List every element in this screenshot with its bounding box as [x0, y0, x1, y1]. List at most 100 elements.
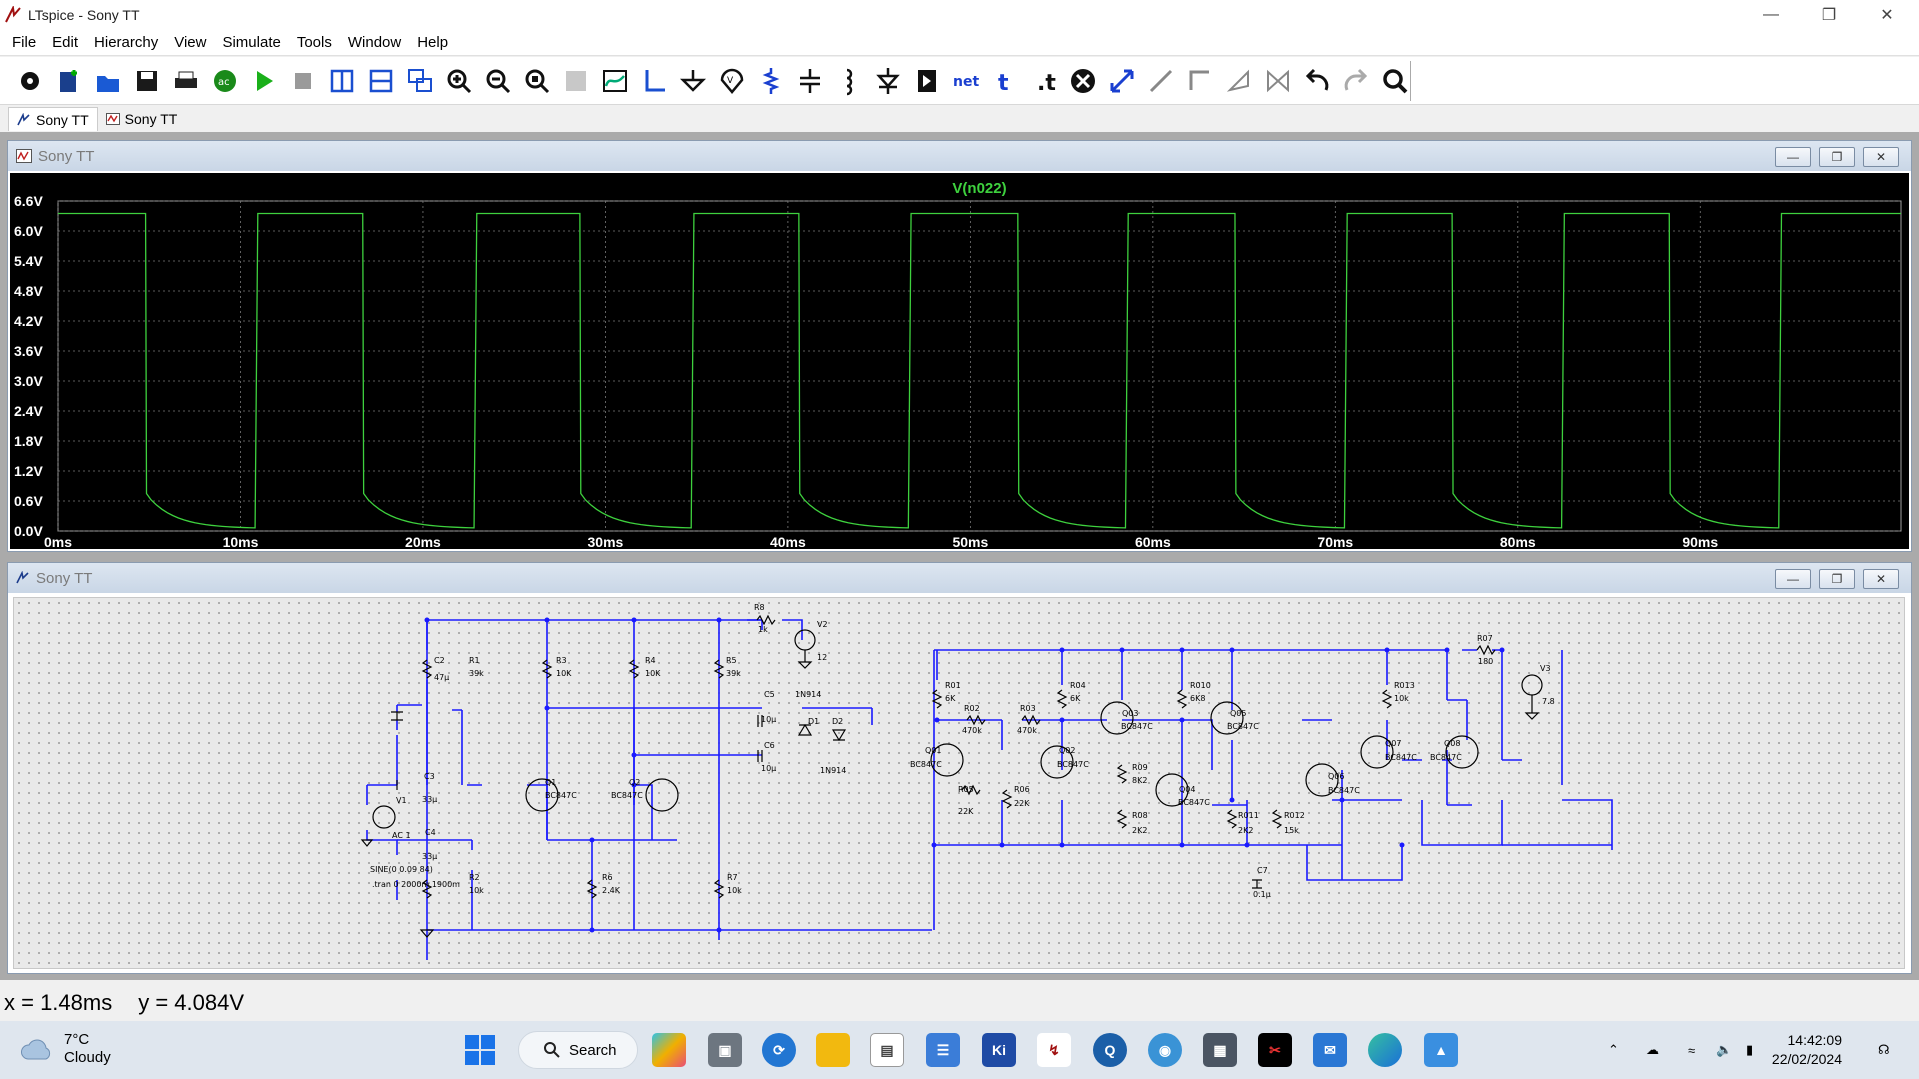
- label-q02[interactable]: Q02: [1059, 746, 1075, 755]
- file-explorer-icon[interactable]: [816, 1033, 850, 1067]
- label-r013v[interactable]: 10k: [1394, 694, 1409, 703]
- label-ac1[interactable]: AC 1: [392, 831, 411, 840]
- label-r1v[interactable]: 39k: [469, 669, 484, 678]
- label-q03[interactable]: Q03: [1122, 709, 1138, 718]
- schematic-restore-button[interactable]: ❐: [1819, 569, 1855, 589]
- label-r08[interactable]: R08: [1132, 811, 1148, 820]
- label-c3[interactable]: C3: [424, 772, 435, 781]
- label-q08m[interactable]: BC847C: [1430, 753, 1462, 762]
- tile-horizontal-button[interactable]: [361, 61, 400, 101]
- circuit-diagram[interactable]: R81kV212C247µR139kR310KR410KR539kC510µ1N…: [14, 598, 1904, 968]
- notes-app-icon[interactable]: ☰: [926, 1033, 960, 1067]
- label-r3[interactable]: R3: [556, 656, 567, 665]
- label-q01[interactable]: Q01: [925, 746, 941, 755]
- label-r011v[interactable]: 2K2: [1238, 826, 1253, 835]
- component-button[interactable]: [907, 61, 946, 101]
- edge-beta-icon[interactable]: [1368, 1033, 1402, 1067]
- label-c3v[interactable]: 33µ: [422, 795, 437, 804]
- move-button[interactable]: [1102, 61, 1141, 101]
- waveform-chart[interactable]: 6.6V6.0V5.4V4.8V4.2V3.6V3.0V2.4V1.8V1.2V…: [10, 173, 1909, 550]
- schematic-close-button[interactable]: ✕: [1863, 569, 1899, 589]
- label-q2m[interactable]: BC847C: [611, 791, 643, 800]
- minimize-button[interactable]: —: [1763, 6, 1779, 23]
- label-r013[interactable]: R013: [1394, 681, 1415, 690]
- label-r010[interactable]: R010: [1190, 681, 1211, 690]
- settings-button[interactable]: [10, 61, 49, 101]
- label-r02v[interactable]: 470k: [962, 726, 982, 735]
- label-q1m[interactable]: BC847C: [545, 791, 577, 800]
- label-c6[interactable]: C6: [764, 741, 775, 750]
- menu-help[interactable]: Help: [417, 33, 449, 51]
- label-r04v[interactable]: 6K: [1070, 694, 1081, 703]
- label-q03m[interactable]: BC847C: [1121, 722, 1153, 731]
- label-r5[interactable]: R5: [726, 656, 737, 665]
- draw-wire-button[interactable]: [634, 61, 673, 101]
- label-r011[interactable]: R011: [1238, 811, 1259, 820]
- label-v2v[interactable]: 12: [817, 653, 827, 662]
- label-sine[interactable]: SINE(0 0.09 84): [370, 865, 433, 874]
- spice-directive-button[interactable]: .t: [1024, 61, 1063, 101]
- label-q07[interactable]: Q07: [1385, 739, 1401, 748]
- zoom-in-button[interactable]: [439, 61, 478, 101]
- label-r09v[interactable]: 8K2: [1132, 776, 1147, 785]
- menu-view[interactable]: View: [174, 33, 207, 51]
- menu-simulate[interactable]: Simulate: [222, 33, 281, 51]
- print-button[interactable]: [166, 61, 205, 101]
- menu-edit[interactable]: Edit: [52, 33, 79, 51]
- zoom-out-button[interactable]: [478, 61, 517, 101]
- label-c2v[interactable]: 47µ: [434, 673, 449, 682]
- cascade-button[interactable]: [400, 61, 439, 101]
- label-r8v[interactable]: 1k: [758, 625, 768, 634]
- label-d1[interactable]: D1: [808, 717, 819, 726]
- inductor-button[interactable]: [829, 61, 868, 101]
- diode-button[interactable]: [868, 61, 907, 101]
- save-button[interactable]: [127, 61, 166, 101]
- label-c6v[interactable]: 10µ: [761, 764, 776, 773]
- find-button[interactable]: [1375, 61, 1414, 101]
- label-q2[interactable]: Q2: [629, 778, 640, 787]
- label-c5v[interactable]: 10µ: [761, 715, 776, 724]
- label-c7v[interactable]: 0.1µ: [1253, 890, 1271, 899]
- label-d2m[interactable]: 1N914: [820, 766, 846, 775]
- task-view-icon[interactable]: ▣: [708, 1033, 742, 1067]
- schematic-window-titlebar[interactable]: Sony TT: [8, 563, 1911, 593]
- snipping-tool-icon[interactable]: ✂: [1258, 1033, 1292, 1067]
- taskbar-search[interactable]: Search: [518, 1031, 638, 1069]
- label-r010v[interactable]: 6K8: [1190, 694, 1205, 703]
- rotate-button[interactable]: [1180, 61, 1219, 101]
- autorange-button[interactable]: [556, 61, 595, 101]
- resistor-button[interactable]: [751, 61, 790, 101]
- schematic-minimize-button[interactable]: —: [1775, 569, 1811, 589]
- label-r08v[interactable]: 2K2: [1132, 826, 1147, 835]
- label-r01v[interactable]: 6K: [945, 694, 956, 703]
- calculator-icon[interactable]: ▦: [1203, 1033, 1237, 1067]
- notification-bell-icon[interactable]: ☊: [1878, 1042, 1890, 1057]
- label-q02m[interactable]: BC847C: [1057, 760, 1089, 769]
- onedrive-icon[interactable]: ☁: [1646, 1042, 1659, 1057]
- photos-app-icon[interactable]: ▲: [1424, 1033, 1458, 1067]
- taskbar-clock[interactable]: 14:42:09 22/02/2024: [1770, 1031, 1842, 1069]
- label-r03v[interactable]: 470k: [1017, 726, 1037, 735]
- label-c4v[interactable]: 33µ: [422, 852, 437, 861]
- wifi-icon[interactable]: ≈: [1688, 1042, 1696, 1058]
- label-q01m[interactable]: BC847C: [910, 760, 942, 769]
- text-button[interactable]: t: [985, 61, 1024, 101]
- sync-app-icon[interactable]: ⟳: [762, 1033, 796, 1067]
- label-v2[interactable]: V2: [817, 620, 828, 629]
- label-q04[interactable]: Q04: [1179, 785, 1195, 794]
- label-r02[interactable]: R02: [964, 704, 980, 713]
- halt-button[interactable]: [283, 61, 322, 101]
- delete-button[interactable]: [1063, 61, 1102, 101]
- tile-vertical-button[interactable]: [322, 61, 361, 101]
- label-r012v[interactable]: 15k: [1284, 826, 1299, 835]
- new-schematic-button[interactable]: [49, 61, 88, 101]
- label-r4[interactable]: R4: [645, 656, 656, 665]
- menu-tools[interactable]: Tools: [296, 33, 332, 51]
- tray-chevron-icon[interactable]: ⌃: [1608, 1042, 1619, 1057]
- label-v3[interactable]: V3: [1540, 664, 1551, 673]
- label-r07[interactable]: R07: [1477, 634, 1493, 643]
- net-name-button[interactable]: net: [946, 61, 985, 101]
- close-button[interactable]: ✕: [1880, 7, 1894, 24]
- qspice-icon[interactable]: Q: [1093, 1033, 1127, 1067]
